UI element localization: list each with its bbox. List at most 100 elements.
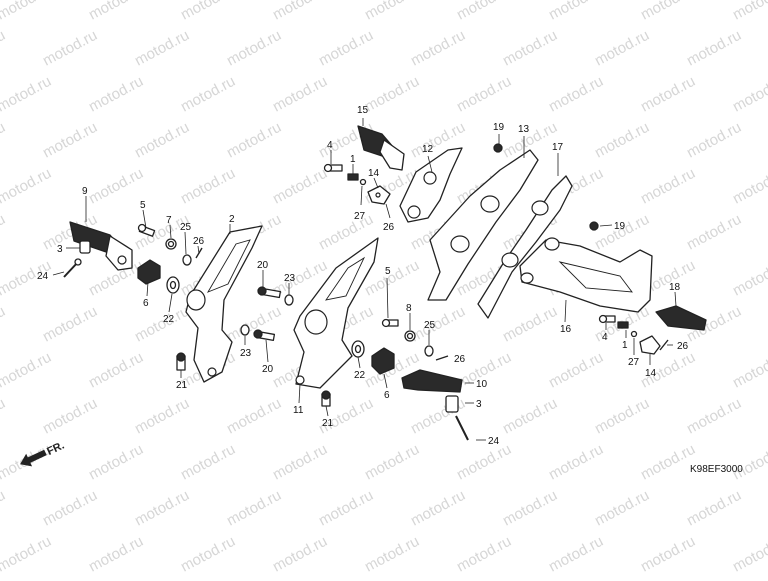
label-12: 12 [422,144,434,155]
label-23-top: 23 [284,273,296,284]
watermark-text: motod.ru [224,27,284,70]
part-27-washer-upper [359,178,367,186]
watermark-text: motod.ru [0,27,8,70]
watermark-text: motod.ru [270,73,330,116]
watermark-text: motod.ru [362,533,422,576]
label-23-bottom: 23 [240,348,252,359]
part-13-heel-guard [427,149,539,301]
label-22-center: 22 [354,370,366,381]
part-20-bolt-left-b [253,329,276,341]
watermark-text: motod.ru [730,73,768,116]
watermark-text: motod.ru [0,533,54,576]
watermark-text: motod.ru [0,0,54,24]
watermark-text: motod.ru [178,0,238,24]
watermark-text: motod.ru [0,395,8,438]
label-9: 9 [82,186,88,197]
watermark-text: motod.ru [546,349,606,392]
label-26-left: 26 [193,236,205,247]
watermark-text: motod.ru [638,533,698,576]
label-10: 10 [476,379,488,390]
watermark-text: motod.ru [40,395,100,438]
label-20-bottom: 20 [262,364,274,375]
watermark-text: motod.ru [730,349,768,392]
label-6-center: 6 [384,390,390,401]
label-26-right: 26 [677,341,689,352]
part-12-bracket [399,147,463,223]
label-21-left: 21 [176,380,188,391]
label-16: 16 [560,324,572,335]
watermark-text: motod.ru [454,0,514,24]
label-25-left: 25 [180,222,192,233]
diagram-code: K98EF3000 [690,464,743,475]
label-6-left: 6 [143,298,149,309]
watermark-text: motod.ru [730,0,768,24]
watermark-text: motod.ru [408,487,468,530]
part-23-washer-left-b [240,324,250,336]
watermark-text: motod.ru [730,165,768,208]
watermark-text: motod.ru [454,73,514,116]
part-24-pin-center [455,415,469,441]
label-27-top: 27 [354,211,366,222]
watermark-text: motod.ru [362,73,422,116]
watermark-text: motod.ru [132,119,192,162]
watermark-text: motod.ru [0,349,54,392]
part-5-bolt-center [381,318,399,328]
watermark-text: motod.ru [224,487,284,530]
part-7-spring-left [165,238,177,250]
watermark-text: motod.ru [592,211,652,254]
watermark-text: motod.ru [40,487,100,530]
watermark-text: motod.ru [0,119,8,162]
front-arrow-icon [20,449,47,467]
part-6-joint-center [371,347,395,375]
watermark-text: motod.ru [684,27,744,70]
watermark-text: motod.ru [454,533,514,576]
watermark-text: motod.ru [224,119,284,162]
watermark-text: motod.ru [0,165,54,208]
watermark-text: motod.ru [132,27,192,70]
watermark-text: motod.ru [178,165,238,208]
watermark-text: motod.ru [270,441,330,484]
part-15-footpeg-upper [357,125,405,171]
part-14-plate-right [639,335,661,355]
label-14-top: 14 [368,168,380,179]
watermark-text: motod.ru [86,349,146,392]
watermark-text: motod.ru [40,303,100,346]
label-3-center: 3 [476,399,482,410]
watermark-text: motod.ru [40,119,100,162]
part-1-spring-upper [347,173,359,181]
part-25-washer-left [182,254,192,266]
part-19-bolt-a [493,143,503,153]
label-26-top: 26 [383,222,395,233]
watermark-text: motod.ru [546,441,606,484]
watermark-text: motod.ru [0,303,8,346]
watermark-text: motod.ru [500,27,560,70]
part-20-bolt-left [257,286,282,299]
watermark-text: motod.ru [316,487,376,530]
watermark-text: motod.ru [546,0,606,24]
watermark-text: motod.ru [86,73,146,116]
watermark-text: motod.ru [0,487,8,530]
watermark-text: motod.ru [132,395,192,438]
watermark-text: motod.ru [684,487,744,530]
part-23-washer-left [284,294,294,306]
part-18-footpeg-right [655,305,707,331]
watermark-text: motod.ru [546,533,606,576]
label-7: 7 [166,215,172,226]
watermark-text: motod.ru [500,395,560,438]
label-1-right: 1 [622,340,628,351]
watermark-text: motod.ru [454,441,514,484]
part-1-spring-right [617,321,629,329]
label-22-left: 22 [163,314,175,325]
part-4-bolt-right [598,314,616,324]
label-18: 18 [669,282,681,293]
part-24-pin-left [63,258,82,278]
label-25-center: 25 [424,320,436,331]
watermark-text: motod.ru [638,165,698,208]
part-10-footpeg-center [401,369,463,393]
part-22-washer-center [351,340,365,358]
watermark-text: motod.ru [178,533,238,576]
label-19-right: 19 [614,221,626,232]
watermark-text: motod.ru [638,0,698,24]
watermark-text: motod.ru [86,441,146,484]
label-20-top: 20 [257,260,269,271]
